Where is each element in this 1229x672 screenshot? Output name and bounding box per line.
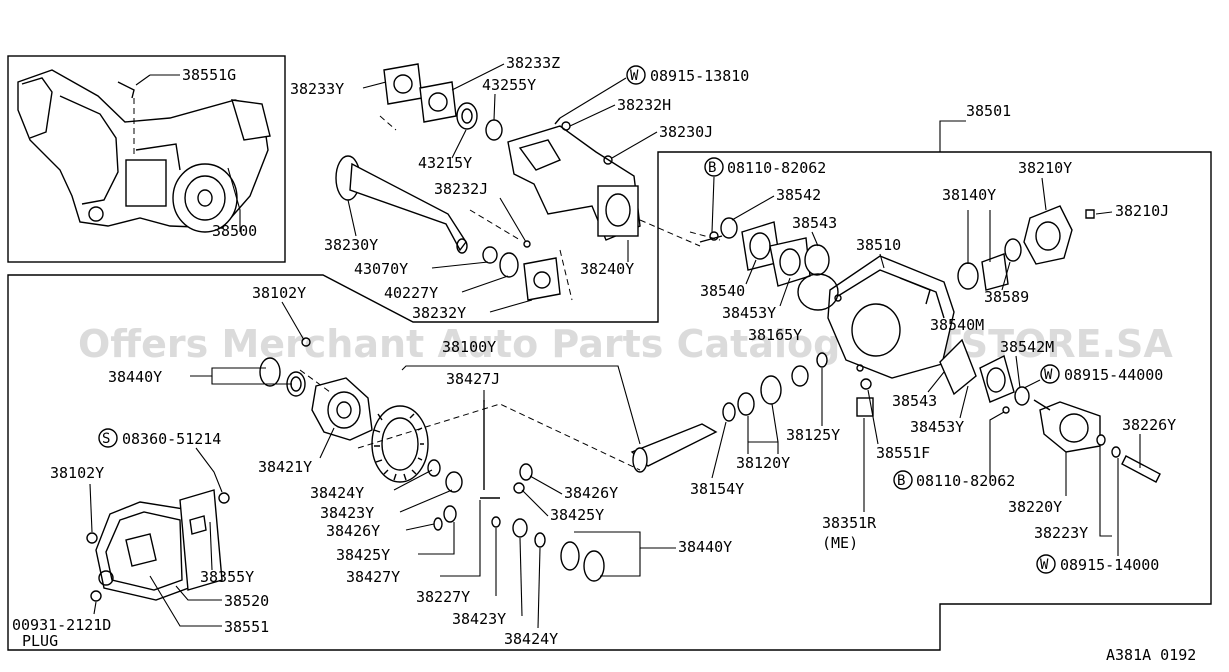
callout-38543-bottom: 38543 [892, 392, 937, 410]
callout-38140Y: 38140Y [942, 186, 996, 204]
callout-38425Y-right: 38425Y [550, 506, 604, 524]
callout-38233Z: 38233Z [506, 54, 560, 72]
watermark: Offers Merchant Auto Parts Catalog PARTS… [78, 322, 1173, 366]
callout-43070Y: 43070Y [354, 260, 408, 278]
callout-08110-82062-bottom: 08110-82062 [916, 472, 1015, 490]
callout-38543-top: 38543 [792, 214, 837, 232]
callout-38542M: 38542M [1000, 338, 1054, 356]
callout-38240Y: 38240Y [580, 260, 634, 278]
callout-38232H: 38232H [617, 96, 671, 114]
inset-axle-assembly-drawing [17, 69, 271, 233]
callout-38426Y-left: 38426Y [326, 522, 380, 540]
callout-08110-82062-top: 08110-82062 [727, 159, 826, 177]
callout-38540M: 38540M [930, 316, 984, 334]
differential-drawing [259, 337, 828, 582]
washer-icon: W [626, 65, 646, 85]
callout-43255Y: 43255Y [482, 76, 536, 94]
callout-38223Y: 38223Y [1034, 524, 1088, 542]
callout-38125Y: 38125Y [786, 426, 840, 444]
main-assembly-frame [7, 151, 1212, 651]
frames [7, 55, 1212, 651]
callout-38232J: 38232J [434, 180, 488, 198]
leader-38501 [939, 120, 966, 152]
callout-38427Y: 38427Y [346, 568, 400, 586]
bolt-icon: B [704, 157, 724, 177]
screw-icon: S [98, 428, 118, 448]
bolt-icon: B [893, 470, 913, 490]
callout-38440Y-right: 38440Y [678, 538, 732, 556]
callout-08915-44000: 08915-44000 [1064, 366, 1163, 384]
callout-38551: 38551 [224, 618, 269, 636]
callout-40227Y: 40227Y [384, 284, 438, 302]
callout-38551F: 38551F [876, 444, 930, 462]
callout-38423Y-mid: 38423Y [320, 504, 374, 522]
callout-38551G: 38551G [182, 66, 236, 84]
callout-38453Y-bottom: 38453Y [910, 418, 964, 436]
callout-38165Y: 38165Y [748, 326, 802, 344]
svg-text:B: B [897, 473, 905, 489]
callout-38421Y: 38421Y [258, 458, 312, 476]
callout-38232Y: 38232Y [412, 304, 466, 322]
callout-38154Y: 38154Y [690, 480, 744, 498]
callout-43215Y: 43215Y [418, 154, 472, 172]
callout-38100Y: 38100Y [442, 338, 496, 356]
callout-38501: 38501 [966, 102, 1011, 120]
diagram-code: A381A 0192 [1106, 646, 1196, 664]
callout-38120Y: 38120Y [736, 454, 790, 472]
callout-38233Y: 38233Y [290, 80, 344, 98]
callout-00931-2121D: 00931-2121D [12, 616, 111, 634]
callout-08915-14000: 08915-14000 [1060, 556, 1159, 574]
washer-icon: W [1036, 554, 1056, 574]
callout-38351R-note: (ME) [822, 534, 858, 552]
callout-08360-51214: 08360-51214 [122, 430, 221, 448]
svg-text:B: B [708, 160, 716, 176]
callout-38500: 38500 [212, 222, 257, 240]
callout-38355Y: 38355Y [200, 568, 254, 586]
callout-38230Y: 38230Y [324, 236, 378, 254]
callout-38226Y: 38226Y [1122, 416, 1176, 434]
callout-38102Y-top: 38102Y [252, 284, 306, 302]
callout-38210Y: 38210Y [1018, 159, 1072, 177]
inset-frame [7, 55, 286, 263]
carrier-drawing [689, 205, 1161, 483]
callout-38427J: 38427J [446, 370, 500, 388]
callout-38230J: 38230J [659, 123, 713, 141]
callout-38510: 38510 [856, 236, 901, 254]
callout-38210J: 38210J [1115, 202, 1169, 220]
top-cluster-drawing [335, 63, 701, 301]
callout-38351R: 38351R [822, 514, 877, 532]
callout-38425Y-left: 38425Y [336, 546, 390, 564]
callout-38520: 38520 [224, 592, 269, 610]
callout-38453Y-top: 38453Y [722, 304, 776, 322]
callout-08915-13810: 08915-13810 [650, 67, 749, 85]
callout-38220Y: 38220Y [1008, 498, 1062, 516]
svg-text:S: S [102, 431, 110, 447]
callout-38440Y-left: 38440Y [108, 368, 162, 386]
callout-38424Y-bottom: 38424Y [504, 630, 558, 648]
callout-plug: PLUG [22, 632, 58, 650]
callout-38540: 38540 [700, 282, 745, 300]
callout-38227Y: 38227Y [416, 588, 470, 606]
callout-38589: 38589 [984, 288, 1029, 306]
callout-38542: 38542 [776, 186, 821, 204]
callout-38423Y-bottom: 38423Y [452, 610, 506, 628]
svg-text:W: W [630, 68, 639, 84]
callout-38102Y-bottom: 38102Y [50, 464, 104, 482]
callout-38426Y-right: 38426Y [564, 484, 618, 502]
washer-icon: W [1040, 364, 1060, 384]
svg-text:W: W [1044, 367, 1053, 383]
svg-text:W: W [1040, 557, 1049, 573]
callout-38424Y-mid: 38424Y [310, 484, 364, 502]
